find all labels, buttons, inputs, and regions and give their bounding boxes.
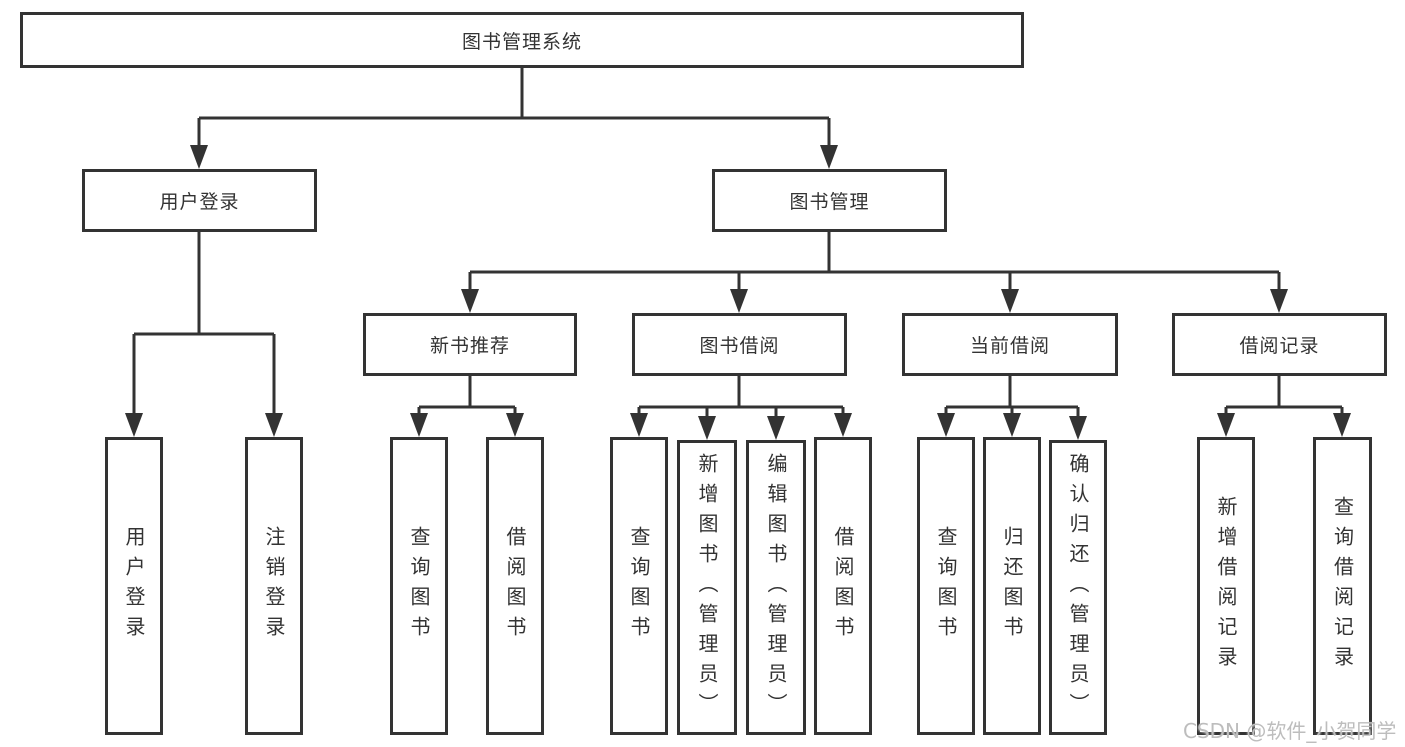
node-label: 查询借阅记录 — [1330, 496, 1355, 676]
node-label: 确认归还（管理员） — [1066, 452, 1090, 723]
node-label: 编辑图书（管理员） — [764, 452, 788, 723]
arrowhead — [1270, 289, 1288, 313]
node-label: 新增图书（管理员） — [695, 452, 719, 723]
node-borrow-books-recommend: 借阅图书 — [486, 437, 544, 735]
node-query-books-current: 查询图书 — [917, 437, 975, 735]
node-label: 用户登录 — [122, 526, 146, 646]
arrowhead — [265, 413, 283, 437]
node-label: 查询图书 — [934, 526, 958, 646]
node-label: 借阅图书 — [503, 526, 527, 646]
node-return-books: 归还图书 — [983, 437, 1041, 735]
arrowhead — [1333, 413, 1351, 437]
arrowhead — [630, 413, 648, 437]
node-label: 图书管理系统 — [461, 30, 582, 53]
arrowhead — [820, 145, 838, 169]
node-new-book-recommendation: 新书推荐 — [363, 313, 577, 376]
node-label: 查询图书 — [407, 526, 431, 646]
node-label: 借阅记录 — [1239, 335, 1320, 357]
node-confirm-return-admin: 确认归还（管理员） — [1049, 440, 1107, 735]
node-label: 当前借阅 — [969, 335, 1050, 357]
node-query-books-borrowing: 查询图书 — [610, 437, 668, 735]
node-book-management-system: 图书管理系统 — [20, 12, 1024, 68]
node-current-borrowing: 当前借阅 — [902, 313, 1118, 376]
arrowhead — [506, 413, 524, 437]
node-borrow-books-borrowing: 借阅图书 — [814, 437, 872, 735]
node-label: 借阅图书 — [831, 526, 855, 646]
node-edit-books-admin: 编辑图书（管理员） — [746, 440, 806, 735]
node-borrowing-records: 借阅记录 — [1172, 313, 1387, 376]
node-user-login: 用户登录 — [82, 169, 317, 232]
arrowhead — [698, 416, 716, 440]
node-add-borrowing-record: 新增借阅记录 — [1197, 437, 1255, 735]
arrowhead — [730, 289, 748, 313]
node-query-books-recommend: 查询图书 — [390, 437, 448, 735]
node-label: 图书借阅 — [699, 335, 780, 357]
node-label: 查询图书 — [627, 526, 651, 646]
arrowhead — [1069, 416, 1087, 440]
node-user-login-leaf: 用户登录 — [105, 437, 163, 735]
arrowhead — [125, 413, 143, 437]
node-add-books-admin: 新增图书（管理员） — [677, 440, 737, 735]
watermark: CSDN @软件_小贺同学 — [1183, 719, 1397, 743]
node-book-borrowing: 图书借阅 — [632, 313, 847, 376]
node-label: 用户登录 — [159, 191, 240, 213]
node-logout: 注销登录 — [245, 437, 303, 735]
arrowhead — [190, 145, 208, 169]
node-book-management: 图书管理 — [712, 169, 947, 232]
arrowhead — [767, 416, 785, 440]
node-label: 图书管理 — [789, 191, 870, 213]
arrowhead — [1003, 413, 1021, 437]
arrowhead — [834, 413, 852, 437]
arrowhead — [937, 413, 955, 437]
node-label: 新书推荐 — [429, 335, 510, 357]
arrowhead — [1217, 413, 1235, 437]
arrowhead — [1001, 289, 1019, 313]
node-label: 注销登录 — [262, 526, 286, 646]
node-label: 新增借阅记录 — [1214, 496, 1238, 676]
arrowhead — [410, 413, 428, 437]
node-query-borrowing-record: 查询借阅记录 — [1313, 437, 1372, 735]
node-label: 归还图书 — [1000, 526, 1024, 646]
arrowhead — [461, 289, 479, 313]
